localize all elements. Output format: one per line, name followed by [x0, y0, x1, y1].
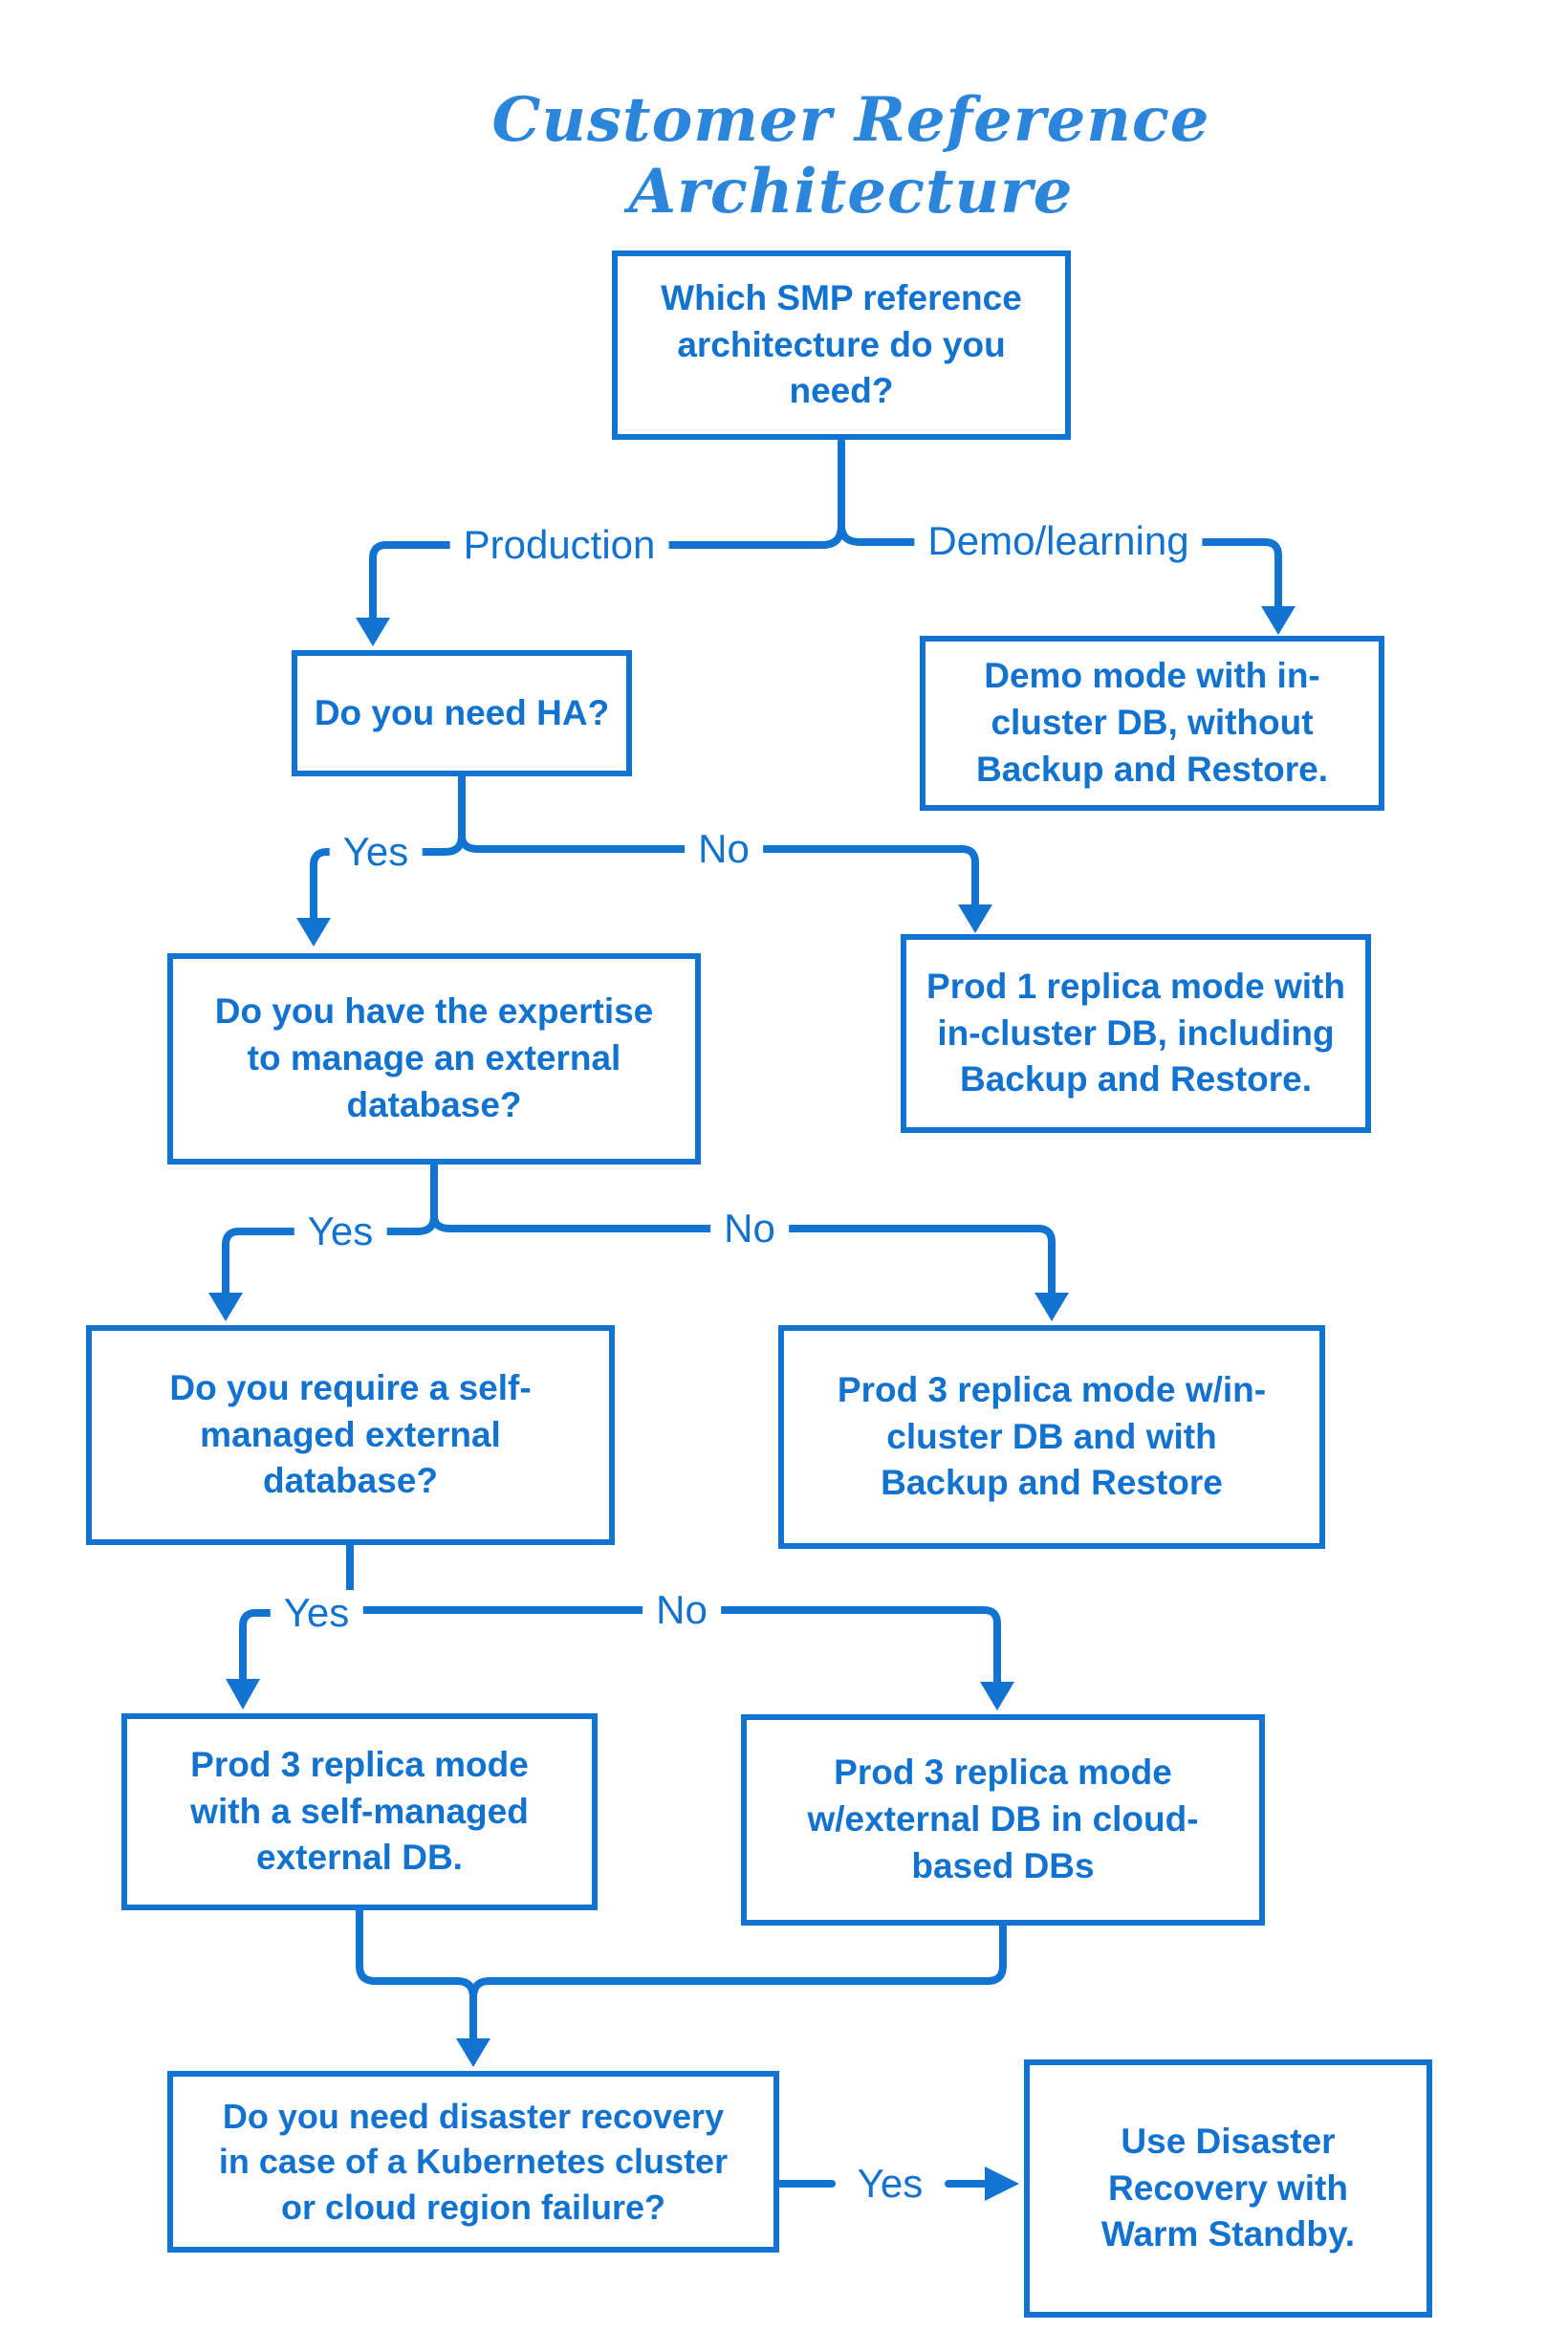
- node-dr-question: Do you need disaster recovery in case of…: [167, 2071, 779, 2253]
- node-root-question: Which SMP reference architecture do you …: [612, 250, 1071, 440]
- page-title: Customer Reference Architecture: [491, 84, 1210, 228]
- arrowhead-down-icon: [208, 1293, 243, 1321]
- edge-merge-left: [356, 1906, 461, 1985]
- node-demo-mode: Demo mode with in- cluster DB, without B…: [920, 636, 1384, 811]
- arrowhead-down-icon: [226, 1679, 260, 1709]
- node-selfmanaged-question: Do you require a self- managed external …: [86, 1325, 615, 1545]
- arrowhead-right-icon: [985, 2167, 1019, 2201]
- arrowhead-down-icon: [980, 1682, 1014, 1710]
- edge-label-demo-learning: Demo/learning: [914, 518, 1203, 564]
- node-prod3-cloud: Prod 3 replica mode w/external DB in clo…: [741, 1714, 1265, 1926]
- arrowhead-down-icon: [296, 918, 331, 947]
- node-prod1-incluster: Prod 1 replica mode with in-cluster DB, …: [901, 934, 1371, 1133]
- edge-label-dr-yes: Yes: [843, 2161, 937, 2207]
- edge-label-expertise-no: No: [710, 1206, 789, 1252]
- arrowhead-down-icon: [456, 2038, 490, 2067]
- edge-label-ha-yes: Yes: [329, 829, 423, 875]
- node-prod3-incluster: Prod 3 replica mode w/in- cluster DB and…: [778, 1325, 1325, 1549]
- arrowhead-down-icon: [1261, 606, 1296, 635]
- node-expertise-question: Do you have the expertise to manage an e…: [167, 953, 701, 1165]
- edge-label-expertise-yes: Yes: [294, 1209, 387, 1254]
- edge-merge-right: [486, 1922, 1007, 1985]
- edge-label-selfmanaged-yes: Yes: [270, 1590, 363, 1636]
- arrowhead-down-icon: [356, 618, 390, 646]
- node-prod3-selfmanaged: Prod 3 replica mode with a self-managed …: [121, 1713, 598, 1910]
- node-dr-warm-standby: Use Disaster Recovery with Warm Standby.: [1024, 2059, 1432, 2318]
- arrowhead-down-icon: [958, 904, 992, 933]
- edge-ha-no: [458, 832, 979, 910]
- edge-root-demo: [838, 522, 1282, 612]
- edge-expertise-no: [430, 1212, 1056, 1298]
- node-need-ha: Do you need HA?: [292, 650, 632, 776]
- edge-label-selfmanaged-no: No: [642, 1587, 721, 1633]
- edge-label-production: Production: [449, 522, 669, 568]
- edge-label-ha-no: No: [685, 826, 763, 872]
- arrowhead-down-icon: [1034, 1293, 1069, 1321]
- edge-merge-drop: [453, 1977, 493, 2044]
